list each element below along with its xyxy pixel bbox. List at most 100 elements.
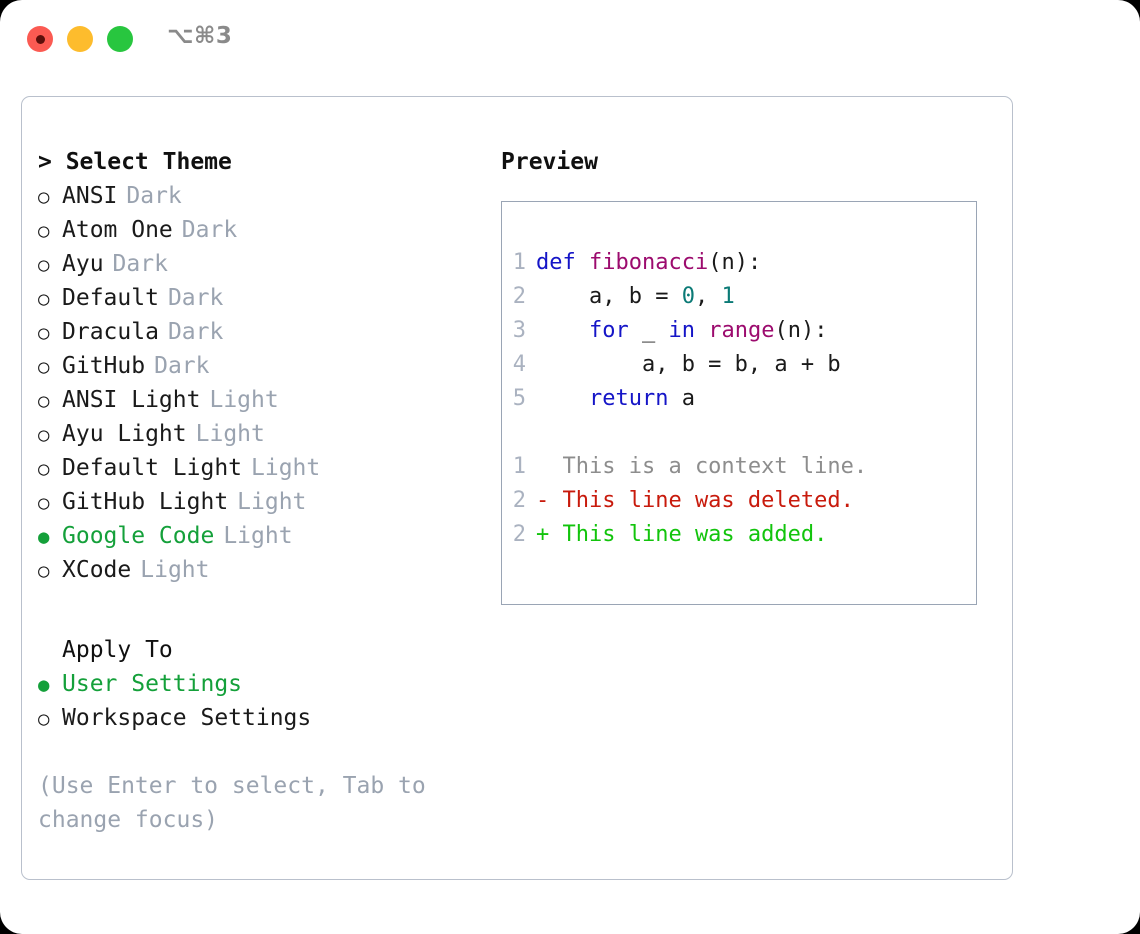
- radio-unselected-icon: ○: [38, 356, 50, 378]
- theme-list-item[interactable]: ○ GitHub Light Light: [38, 485, 478, 519]
- radio-unselected-icon: ○: [38, 458, 50, 480]
- theme-variant-badge: Dark: [126, 183, 182, 209]
- diff-line: 2 - This line was deleted.: [502, 484, 976, 518]
- theme-name: GitHub Light: [62, 489, 229, 515]
- diff-line-content: - This line was deleted.: [536, 488, 854, 513]
- theme-list-item[interactable]: ○ Ayu Dark: [38, 247, 478, 281]
- zoom-button[interactable]: [107, 26, 133, 52]
- theme-list-item[interactable]: ○ Default Light Light: [38, 451, 478, 485]
- apply-to-label: User Settings: [62, 671, 243, 697]
- radio-selected-icon: ●: [38, 674, 50, 696]
- code-token: 1: [721, 284, 735, 309]
- code-line: 4 a, b = b, a + b: [502, 348, 976, 382]
- theme-variant-badge: Light: [251, 455, 321, 481]
- line-number: 2: [512, 522, 526, 547]
- radio-unselected-icon: ○: [38, 186, 50, 208]
- code-token: ,: [694, 284, 722, 309]
- theme-name: ANSI Light: [62, 387, 201, 413]
- radio-unselected-icon: ○: [38, 390, 50, 412]
- code-token: in: [668, 318, 695, 343]
- select-theme-header: > Select Theme: [38, 149, 232, 175]
- code-line-content: a, b = b, a + b: [536, 348, 841, 382]
- theme-list-item[interactable]: ○ ANSI Light Light: [38, 383, 478, 417]
- keyboard-hint-text: (Use Enter to select, Tab to change focu…: [38, 773, 426, 833]
- code-token: for: [588, 318, 629, 343]
- code-token: [536, 386, 589, 411]
- apply-to-item[interactable]: ● User Settings: [38, 667, 478, 701]
- code-token: a, b = b, a + b: [536, 352, 841, 377]
- theme-name: Atom One: [62, 217, 173, 243]
- line-number: 3: [512, 318, 526, 343]
- theme-variant-badge: Dark: [167, 285, 224, 311]
- section-spacer: [38, 587, 478, 633]
- theme-variant-badge: Light: [195, 421, 265, 447]
- theme-variant-badge: Dark: [167, 319, 224, 345]
- line-number: 5: [512, 386, 526, 411]
- theme-variant-badge: Dark: [154, 353, 210, 379]
- theme-variant-badge: Light: [140, 557, 210, 583]
- window-titlebar: ⌥⌘3: [0, 0, 1140, 78]
- keyboard-shortcut-label: ⌥⌘3: [167, 23, 233, 49]
- theme-name: Default: [62, 285, 159, 311]
- code-token: (n):: [708, 250, 762, 275]
- line-number: 4: [512, 352, 526, 377]
- line-number: 1: [512, 250, 526, 275]
- diff-sample: 1 This is a context line. 2 - This line wa…: [502, 450, 976, 552]
- code-line-content: return a: [536, 382, 695, 416]
- code-token: a, b =: [536, 284, 682, 309]
- line-number: 2: [512, 488, 526, 513]
- code-token: fibonacci: [588, 250, 709, 275]
- line-number: 2: [512, 284, 526, 309]
- theme-variant-badge: Light: [237, 489, 307, 515]
- theme-name: ANSI: [62, 183, 118, 209]
- minimize-button[interactable]: [67, 26, 93, 52]
- radio-unselected-icon: ○: [38, 254, 50, 276]
- theme-variant-badge: Dark: [181, 217, 238, 243]
- theme-name: Ayu: [62, 251, 104, 277]
- theme-name: Google Code: [62, 523, 215, 549]
- code-token: a: [668, 386, 695, 411]
- theme-variant-badge: Light: [223, 523, 293, 549]
- apply-to-list[interactable]: ● User Settings ○ Workspace Settings: [38, 667, 478, 735]
- theme-list-item[interactable]: ○ ANSI Dark: [38, 179, 478, 213]
- code-line-content: a, b = 0, 1: [536, 280, 735, 314]
- apply-to-header: Apply To: [62, 637, 173, 663]
- preview-header: Preview: [501, 149, 598, 175]
- code-diff-spacer: [502, 416, 976, 450]
- code-token: range: [708, 318, 775, 343]
- theme-variant-badge: Dark: [112, 251, 168, 277]
- line-number: 1: [512, 454, 526, 479]
- close-button[interactable]: [27, 26, 53, 52]
- code-line: 2 a, b = 0, 1: [502, 280, 976, 314]
- code-line: 5 return a: [502, 382, 976, 416]
- theme-name: XCode: [62, 557, 132, 583]
- code-token: [536, 318, 589, 343]
- radio-unselected-icon: ○: [38, 492, 50, 514]
- code-token: return: [588, 386, 669, 411]
- theme-name: Ayu Light: [62, 421, 187, 447]
- diff-line-content: + This line was added.: [536, 522, 828, 547]
- diff-line-content: This is a context line.: [536, 454, 868, 479]
- apply-to-item[interactable]: ○ Workspace Settings: [38, 701, 478, 735]
- theme-name: Default Light: [62, 455, 243, 481]
- radio-unselected-icon: ○: [38, 708, 50, 730]
- hint-spacer: [38, 735, 478, 769]
- apply-to-label: Workspace Settings: [62, 705, 312, 731]
- diff-line: 2 + This line was added.: [502, 518, 976, 552]
- theme-variant-badge: Light: [209, 387, 279, 413]
- radio-unselected-icon: ○: [38, 322, 50, 344]
- code-line-content: def fibonacci(n):: [536, 246, 761, 280]
- code-line: 1 def fibonacci(n):: [502, 246, 976, 280]
